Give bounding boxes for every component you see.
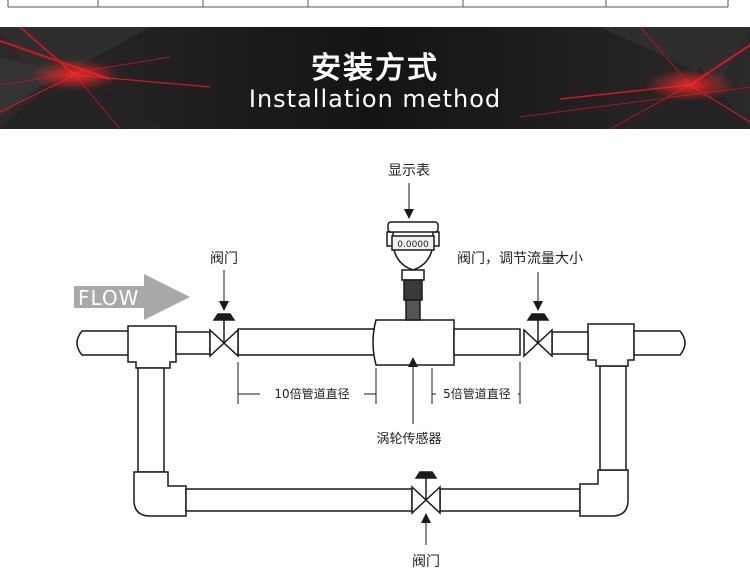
bypass-pipe-right [439, 488, 581, 512]
outlet-pipe [633, 330, 686, 356]
bypass-pipe-left [185, 488, 413, 512]
section-banner: 安装方式 Installation method [0, 27, 750, 129]
right-tee-fitting [587, 323, 635, 367]
valve-bypass-label: 阀门 [412, 554, 440, 570]
valve-left-label: 阀门 [210, 251, 238, 267]
display-reading: 0.0000 [397, 240, 429, 250]
left-bottom-elbow [133, 471, 187, 517]
outlet-spool-pipe [551, 331, 589, 355]
right-riser-pipe [599, 365, 627, 471]
flow-arrow-icon [74, 274, 190, 320]
flow-label: FLOW [78, 286, 139, 310]
banner-background-art [0, 27, 750, 129]
banner-title: 安装方式 [311, 51, 439, 86]
inlet-spool-pipe [175, 331, 211, 355]
display-meter [386, 221, 440, 321]
top-table-border [7, 0, 729, 8]
turbine-sensor-body [372, 319, 455, 366]
installation-diagram: 0.0000 FLOW 10倍管道直径 5倍管道直径 显示表 阀门 阀门，调节流… [74, 163, 686, 570]
right-valve [523, 313, 553, 358]
sensor-label: 涡轮传感器 [376, 431, 441, 447]
left-valve [209, 313, 239, 358]
bypass-valve [411, 471, 441, 515]
downstream-straight-pipe [453, 328, 521, 356]
valve-right-label: 阀门，调节流量大小 [457, 251, 583, 267]
left-riser-pipe [137, 367, 165, 473]
right-bottom-elbow [579, 469, 629, 517]
display-label: 显示表 [388, 163, 430, 179]
dimension-downstream-label: 5倍管道直径 [443, 386, 511, 401]
upstream-straight-pipe [237, 328, 377, 356]
left-tee-fitting [127, 325, 177, 369]
inlet-pipe [76, 330, 131, 356]
banner-subtitle: Installation method [248, 85, 502, 113]
dimension-upstream-label: 10倍管道直径 [274, 386, 349, 401]
